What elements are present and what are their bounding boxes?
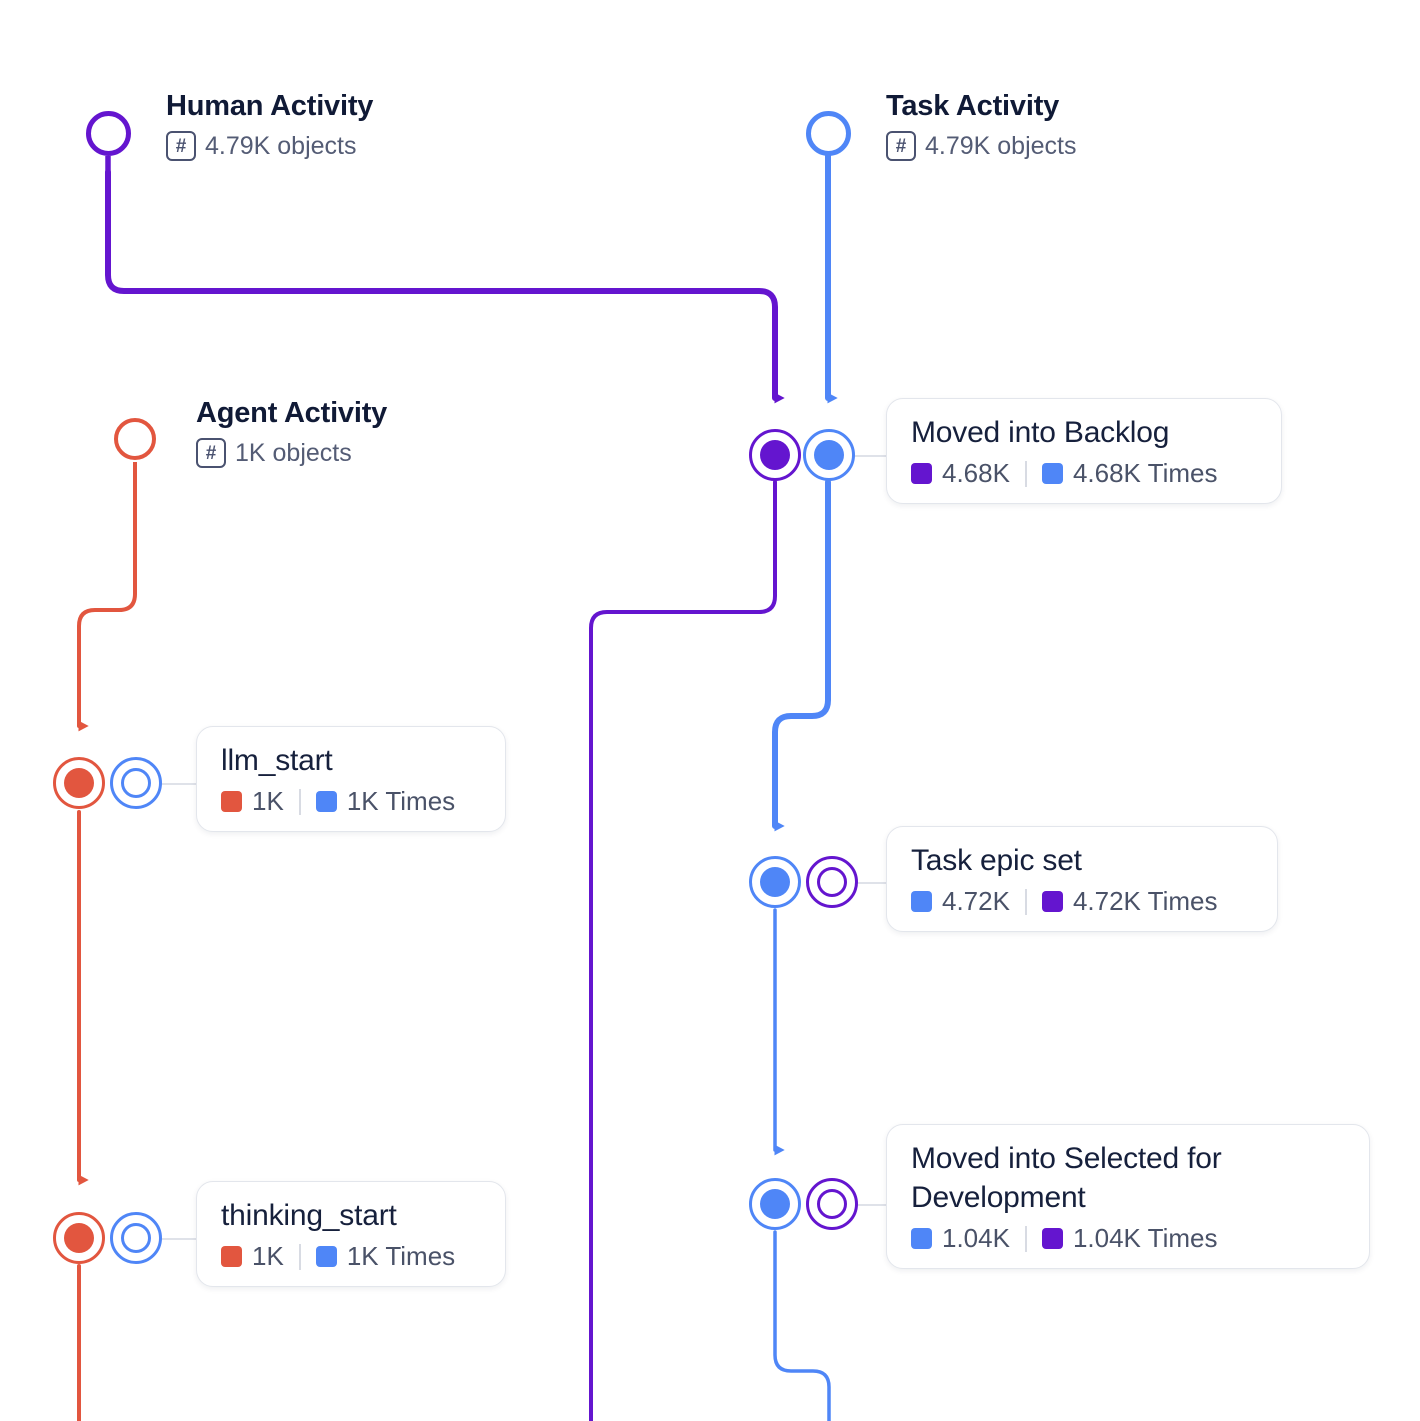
node-dot-thinking-start-task (121, 1223, 151, 1253)
node-dot-task-epic-set-human (817, 867, 847, 897)
card-title: Moved into Selected for Development (911, 1142, 1222, 1214)
activity-card-moved-into-backlog[interactable]: Moved into Backlog 4.68K 4.68K Times (886, 398, 1282, 505)
stat-separator (298, 788, 301, 815)
node-dot-llm-start-agent (64, 768, 94, 798)
lane-object-count: # 4.79K objects (886, 131, 1077, 162)
stat-value-1: 1K (252, 1241, 284, 1271)
card-stats: 4.72K 4.72K Times (911, 886, 1255, 917)
leader-line-moved-into-backlog (852, 455, 892, 457)
lane-header-agent-activity: Agent Activity # 1K objects (196, 397, 388, 469)
stat-value-2: 1K Times (346, 786, 456, 816)
lane-header-task-activity: Task Activity # 4.79K objects (886, 90, 1077, 162)
activity-card-thinking-start[interactable]: thinking_start 1K 1K Times (196, 1181, 506, 1288)
lane-object-count: # 4.79K objects (166, 131, 373, 162)
stat-value-1: 4.72K (942, 886, 1010, 916)
node-marker-llm-start-task[interactable] (110, 757, 162, 809)
swatch-object-type-1 (911, 463, 932, 485)
edge-human-to-moved-into-backlog (105, 169, 785, 404)
leader-line-thinking-start (160, 1238, 200, 1240)
card-title: thinking_start (221, 1199, 397, 1232)
start-node-agent-activity[interactable] (114, 418, 156, 460)
lane-object-count-label: 4.79K objects (925, 131, 1077, 160)
swatch-object-type-2 (1041, 1228, 1063, 1250)
hash-icon: # (196, 438, 226, 469)
edge-moved-into-selected-outgoing (773, 1230, 831, 1421)
stat-separator (1024, 1225, 1027, 1252)
card-title: llm_start (221, 744, 333, 777)
lane-object-count-label: 1K objects (235, 438, 352, 467)
stat-value-2: 1.04K Times (1072, 1223, 1218, 1253)
lane-title: Task Activity (886, 90, 1060, 122)
swatch-object-type-2 (315, 791, 337, 813)
lane-object-count: # 1K objects (196, 438, 387, 469)
lane-title: Human Activity (166, 90, 374, 122)
hash-icon: # (886, 131, 916, 162)
node-dot-llm-start-task (121, 768, 151, 798)
node-marker-backlog-task[interactable] (803, 429, 855, 481)
swatch-object-type-1 (911, 1228, 932, 1250)
card-stats: 1K 1K Times (221, 1241, 483, 1272)
stat-value-2: 4.72K Times (1072, 886, 1218, 916)
stat-value-1: 1K (252, 786, 284, 816)
start-node-human-activity[interactable] (86, 111, 131, 156)
swatch-object-type-2 (1041, 891, 1063, 913)
activity-card-moved-into-selected-for-development[interactable]: Moved into Selected for Development 1.04… (886, 1124, 1370, 1270)
lane-title: Agent Activity (196, 397, 388, 429)
swatch-object-type-1 (221, 791, 242, 813)
node-dot-task-epic-set-task (760, 867, 790, 897)
card-title: Task epic set (911, 844, 1082, 877)
leader-line-llm-start (160, 783, 200, 785)
leader-line-moved-into-selected (856, 1204, 892, 1206)
node-dot-backlog-human (760, 440, 790, 470)
activity-card-task-epic-set[interactable]: Task epic set 4.72K 4.72K Times (886, 826, 1278, 933)
start-node-task-activity[interactable] (806, 111, 851, 156)
edge-backlog-purple-outgoing (589, 480, 777, 1421)
swatch-object-type-2 (315, 1246, 337, 1268)
lane-object-count-label: 4.79K objects (205, 131, 357, 160)
stat-value-2: 1K Times (346, 1241, 456, 1271)
leader-line-task-epic-set (856, 882, 892, 884)
stat-separator (1024, 460, 1027, 487)
card-stats: 4.68K 4.68K Times (911, 458, 1259, 489)
card-title: Moved into Backlog (911, 416, 1170, 449)
stat-value-1: 4.68K (942, 458, 1010, 488)
stat-value-1: 1.04K (942, 1223, 1010, 1253)
node-dot-selected-dev-task (760, 1189, 790, 1219)
card-stats: 1.04K 1.04K Times (911, 1223, 1347, 1254)
swatch-object-type-2 (1041, 463, 1063, 485)
swatch-object-type-1 (911, 891, 932, 913)
node-dot-selected-dev-human (817, 1189, 847, 1219)
edge-backlog-to-task-epic-set (772, 479, 831, 832)
swatch-object-type-1 (221, 1246, 242, 1268)
node-dot-backlog-task (814, 440, 844, 470)
stat-separator (1024, 888, 1027, 915)
activity-card-llm-start[interactable]: llm_start 1K 1K Times (196, 726, 506, 833)
lane-header-human-activity: Human Activity # 4.79K objects (166, 90, 374, 162)
node-dot-thinking-start-agent (64, 1223, 94, 1253)
hash-icon: # (166, 131, 196, 162)
stat-value-2: 4.68K Times (1072, 458, 1218, 488)
stat-separator (298, 1243, 301, 1270)
card-stats: 1K 1K Times (221, 786, 483, 817)
edge-agent-activity-to-llm-start (77, 476, 137, 732)
